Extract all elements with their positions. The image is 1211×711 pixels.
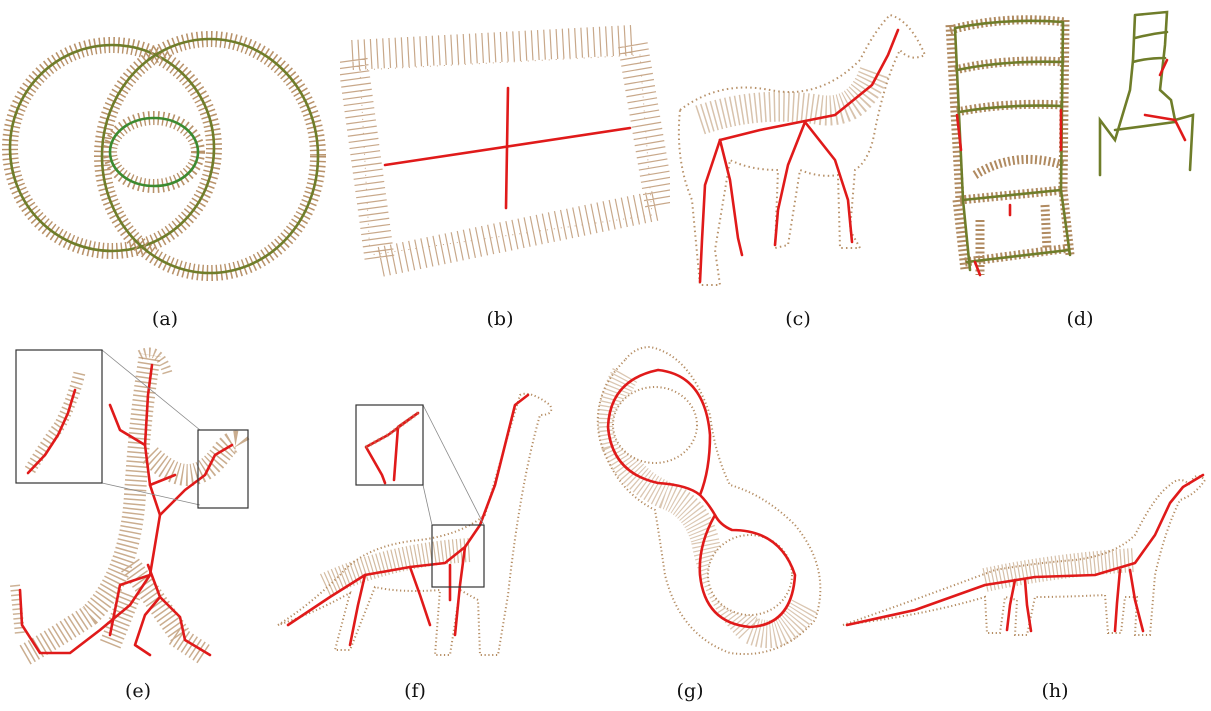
panel-b bbox=[340, 0, 670, 300]
skeleton-leg-back-2 bbox=[720, 140, 742, 255]
chair-skeleton-small bbox=[1100, 12, 1193, 175]
caption-h: (h) bbox=[1025, 680, 1085, 702]
panel-f-figure bbox=[270, 335, 570, 675]
dragon-upper bbox=[110, 405, 175, 485]
caption-d: (d) bbox=[1050, 308, 1110, 330]
skeleton-spine bbox=[720, 30, 898, 140]
caption-c: (c) bbox=[768, 308, 828, 330]
panel-h bbox=[835, 335, 1211, 675]
caption-a: (a) bbox=[135, 308, 195, 330]
panel-d-figure bbox=[935, 0, 1211, 300]
dino2-spine bbox=[847, 475, 1203, 625]
panel-b-figure bbox=[340, 0, 670, 300]
ring-right bbox=[102, 39, 318, 273]
panel-e-figure bbox=[0, 335, 270, 675]
panel-d bbox=[935, 0, 1211, 300]
caption-e: (e) bbox=[108, 680, 168, 702]
chair-points bbox=[950, 20, 1070, 275]
panel-g bbox=[570, 335, 840, 675]
chair-skeleton bbox=[955, 21, 1070, 275]
panel-h-figure bbox=[835, 335, 1211, 675]
panel-a bbox=[0, 0, 330, 300]
panel-e bbox=[0, 335, 270, 675]
panel-a-figure bbox=[0, 0, 330, 300]
panel-c-figure bbox=[660, 0, 940, 300]
panel-g-figure bbox=[570, 335, 840, 675]
caption-b: (b) bbox=[470, 308, 530, 330]
panel-f bbox=[270, 335, 570, 675]
skeleton-vertical bbox=[506, 88, 508, 208]
caption-g: (g) bbox=[660, 680, 720, 702]
ring-small bbox=[110, 118, 198, 186]
skeleton-leg-front bbox=[775, 122, 805, 245]
panel-c bbox=[660, 0, 940, 300]
caption-f: (f) bbox=[385, 680, 445, 702]
skeleton-leg-front-2 bbox=[805, 122, 852, 242]
